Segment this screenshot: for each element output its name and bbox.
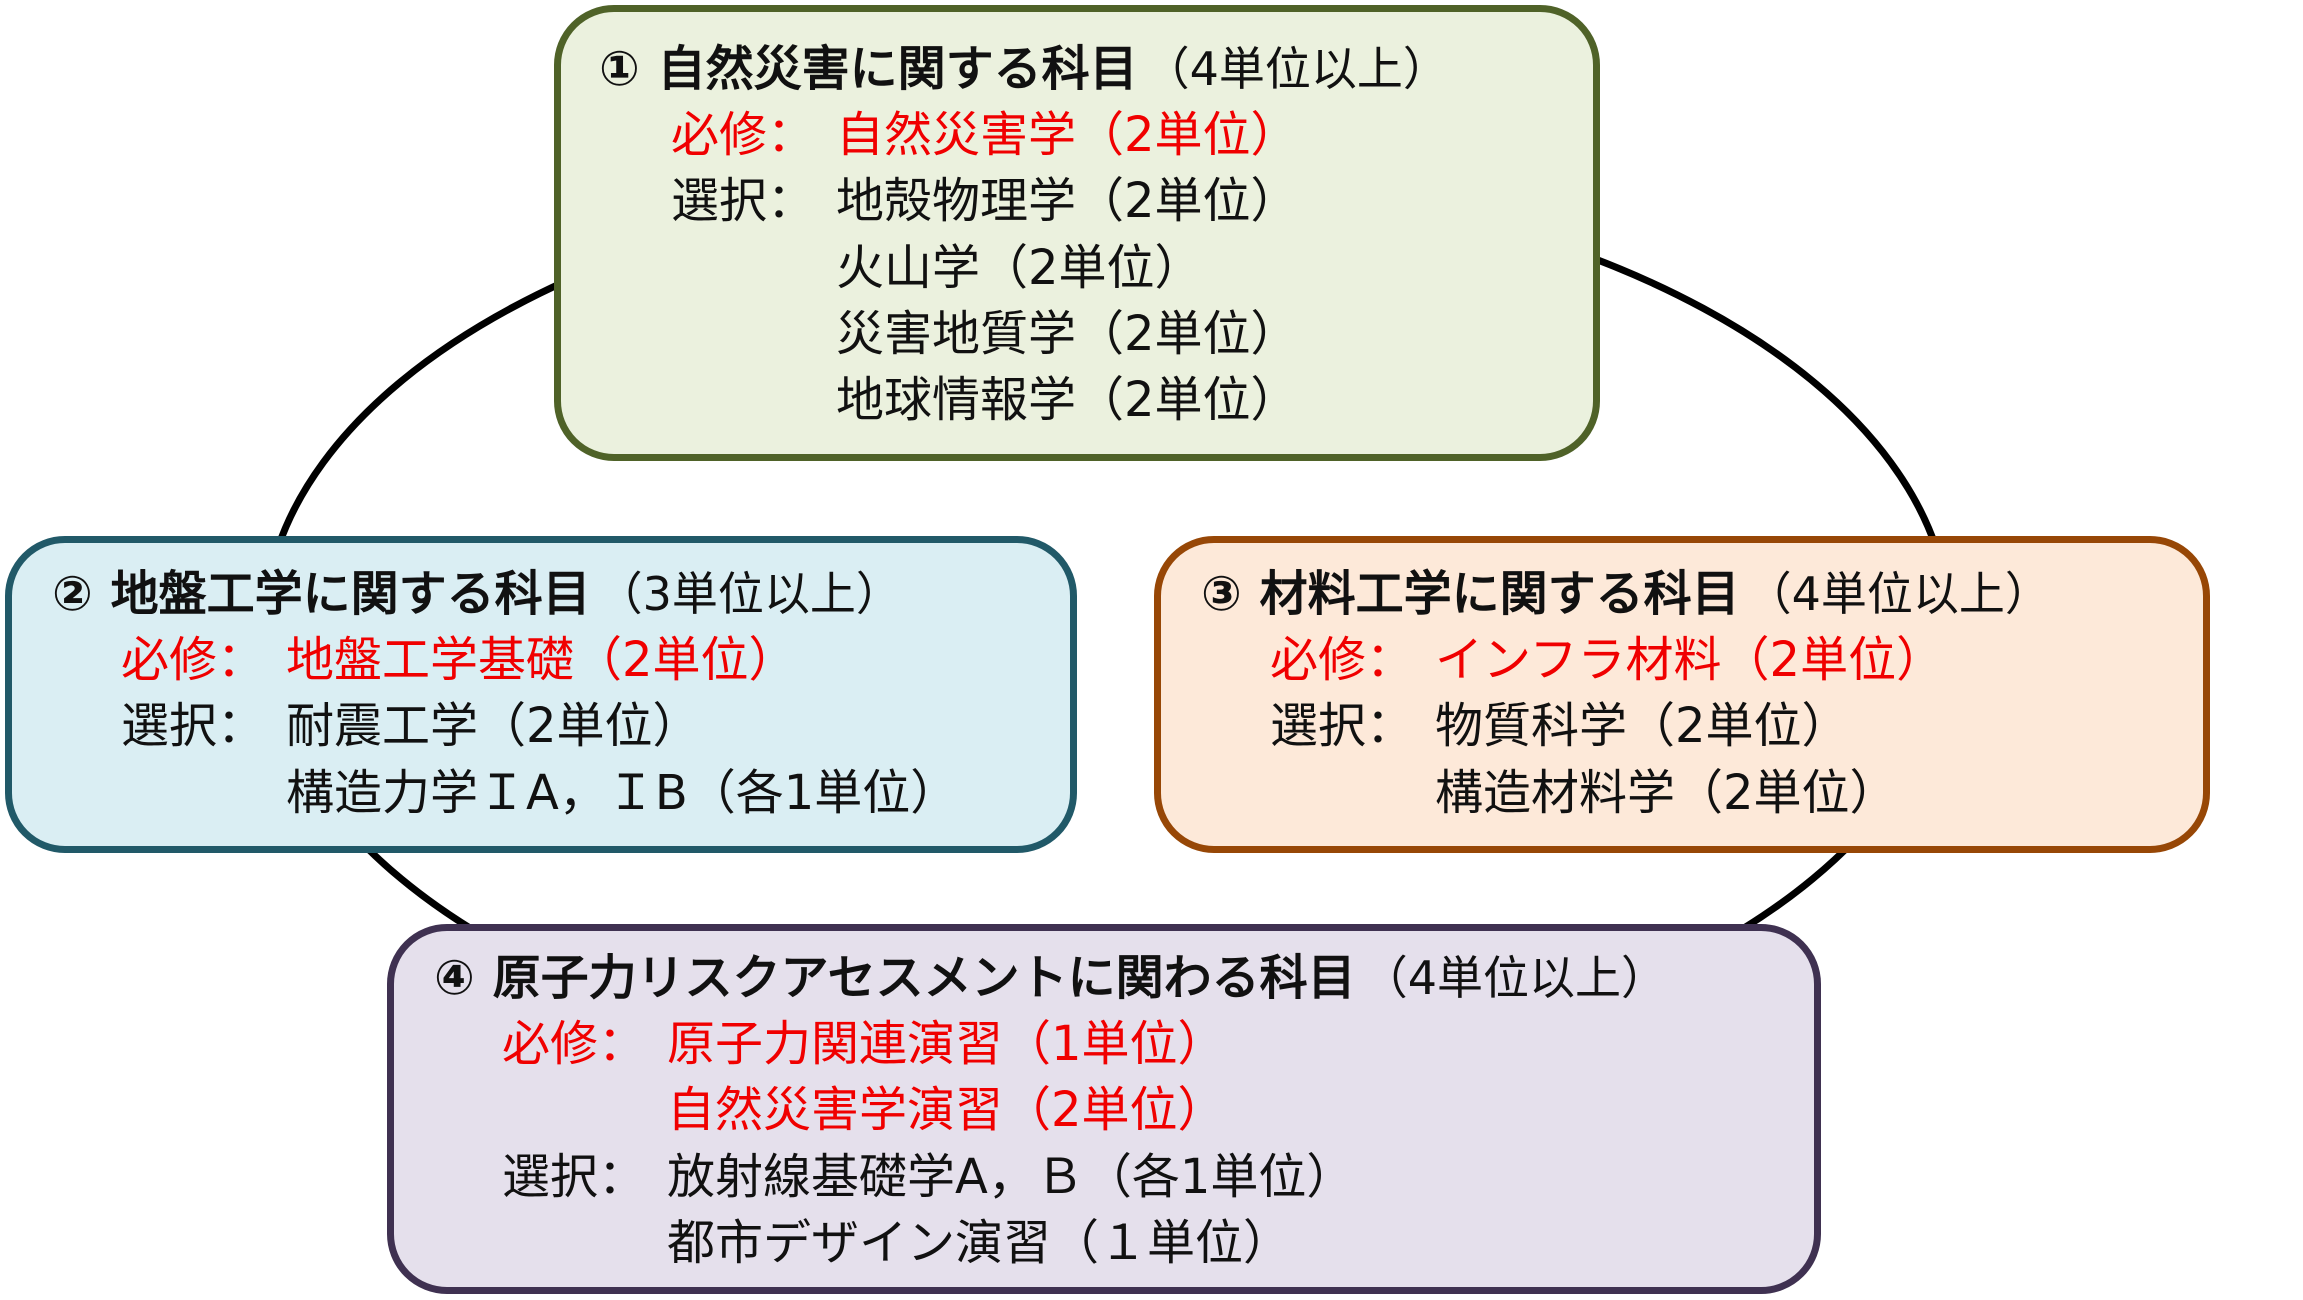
box-body: 必修： 原子力関連演習（1単位） 自然災害学演習（2単位） 選択： 放射線基礎学A，… [434,1011,1784,1276]
box-credits: （3単位以上） [596,567,902,621]
elective-label: 選択： [502,1148,647,1205]
elective-course: 災害地質学（2単位） [836,305,1299,362]
required-row: 必修： インフラ材料（2単位） [1270,627,2173,693]
elective-course: 放射線基礎学A，Ｂ（各1単位） [667,1148,1355,1205]
box-number: ③ [1201,566,1242,622]
category-box-natural-disaster: ① 自然災害に関する科目（4単位以上） 必修： 自然災害学（2単位） 選択： 地殻物理… [554,5,1600,461]
elective-row: 選択： 耐震工学（2単位） [121,693,1040,759]
required-row: 自然災害学演習（2単位） [502,1077,1784,1143]
box-title-row: ③ 材料工学に関する科目（4単位以上） [1201,561,2173,627]
required-course: 自然災害学（2単位） [836,107,1299,164]
required-course: インフラ材料（2単位） [1435,632,1945,689]
box-number: ① [599,41,640,97]
elective-row: 選択： 物質科学（2単位） [1270,693,2173,759]
box-body: 必修： 自然災害学（2単位） 選択： 地殻物理学（2単位） 火山学（2単位） 災害地… [599,102,1563,433]
box-title-row: ② 地盤工学に関する科目（3単位以上） [52,561,1040,627]
category-box-geotechnical: ② 地盤工学に関する科目（3単位以上） 必修： 地盤工学基礎（2単位） 選択： 耐震工… [5,536,1077,853]
elective-course: 物質科学（2単位） [1435,698,1850,755]
box-credits: （4単位以上） [1361,951,1667,1005]
box-title: 原子力リスクアセスメントに関わる科目 [492,950,1356,1006]
box-title: 自然災害に関する科目 [657,41,1138,97]
box-credits: （4単位以上） [1143,42,1449,96]
required-label: 必修： [671,107,816,164]
required-row: 必修： 自然災害学（2単位） [671,102,1563,168]
elective-course: 耐震工学（2単位） [286,698,701,755]
elective-course: 地球情報学（2単位） [836,372,1299,429]
elective-row: 構造力学ＩA，ＩB（各1単位） [121,760,1040,826]
elective-course: 都市デザイン演習（１単位） [667,1214,1292,1271]
required-label: 必修： [121,632,266,689]
elective-row: 構造材料学（2単位） [1270,760,2173,826]
box-title-row: ④ 原子力リスクアセスメントに関わる科目（4単位以上） [434,945,1784,1011]
elective-course: 地殻物理学（2単位） [836,173,1299,230]
elective-row: 都市デザイン演習（１単位） [502,1210,1784,1276]
box-body: 必修： 地盤工学基礎（2単位） 選択： 耐震工学（2単位） 構造力学ＩA，ＩB（各1… [52,627,1040,826]
required-course: 地盤工学基礎（2単位） [286,632,797,689]
box-body: 必修： インフラ材料（2単位） 選択： 物質科学（2単位） 構造材料学（2単位） [1201,627,2173,826]
elective-label: 選択： [1270,698,1415,755]
required-row: 必修： 原子力関連演習（1単位） [502,1011,1784,1077]
box-number: ② [52,566,93,622]
box-title: 地盤工学に関する科目 [110,566,591,622]
required-label: 必修： [1270,632,1415,689]
required-course: 自然災害学演習（2単位） [667,1082,1226,1139]
box-number: ④ [434,950,475,1006]
elective-course: 構造材料学（2単位） [1435,764,1898,821]
elective-course: 構造力学ＩA，ＩB（各1単位） [286,764,959,821]
elective-row: 選択： 地殻物理学（2単位） [671,168,1563,234]
elective-label: 選択： [671,173,816,230]
elective-row: 火山学（2単位） [671,235,1563,301]
elective-course: 火山学（2単位） [836,239,1203,296]
required-row: 必修： 地盤工学基礎（2単位） [121,627,1040,693]
elective-label: 選択： [121,698,266,755]
box-title: 材料工学に関する科目 [1259,566,1740,622]
category-box-materials: ③ 材料工学に関する科目（4単位以上） 必修： インフラ材料（2単位） 選択： 物質科… [1154,536,2210,853]
elective-row: 災害地質学（2単位） [671,301,1563,367]
required-label: 必修： [502,1016,647,1073]
elective-row: 地球情報学（2単位） [671,367,1563,433]
required-course: 原子力関連演習（1単位） [667,1016,1226,1073]
box-credits: （4単位以上） [1745,567,2051,621]
elective-row: 選択： 放射線基礎学A，Ｂ（各1単位） [502,1144,1784,1210]
category-box-nuclear-risk: ④ 原子力リスクアセスメントに関わる科目（4単位以上） 必修： 原子力関連演習（1単… [387,924,1821,1294]
box-title-row: ① 自然災害に関する科目（4単位以上） [599,36,1563,102]
